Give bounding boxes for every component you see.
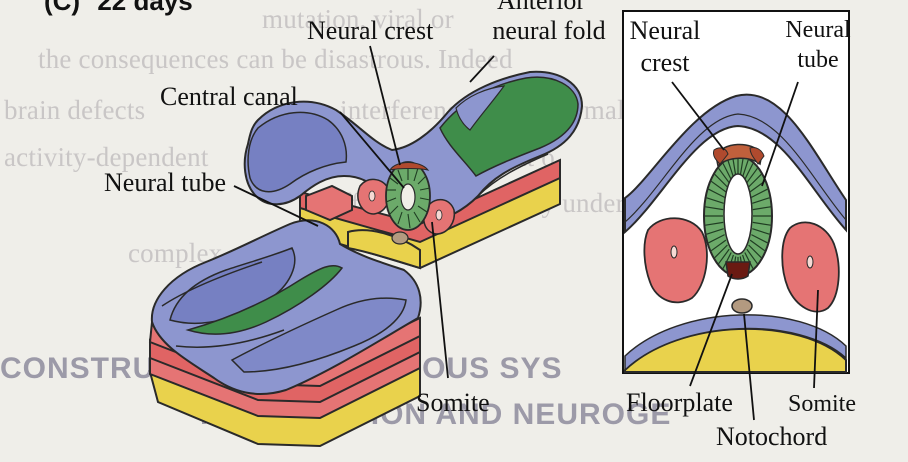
notochord-3d [392,232,408,244]
label-anterior: Anterior [476,0,606,14]
label-central-canal: Central canal [160,84,298,110]
label-neural-tube: Neural tube [104,170,226,196]
panel-label: (C) 22 days [44,0,193,14]
embryo-illustration [150,72,582,446]
label-xs-neural-crest-2: crest [620,50,710,76]
notochord-section [732,299,752,313]
somite-cavity [807,256,813,268]
label-xs-neural-tube-1: Neural [778,18,858,42]
label-xs-notochord: Notochord [716,424,827,450]
floorplate-section [726,262,750,279]
somite-cavity [436,210,442,220]
somite-cavity [369,191,375,201]
central-canal-section [724,174,752,254]
somite-cavity [671,246,677,258]
label-xs-somite: Somite [788,392,856,416]
label-xs-neural-crest-1: Neural [620,18,710,44]
label-xs-floorplate: Floorplate [626,390,733,416]
panel-letter: (C) [44,0,80,16]
label-somite: Somite [416,390,490,416]
label-neural-crest: Neural crest [307,18,433,44]
label-xs-neural-tube-2: tube [778,48,858,72]
somite-left [644,218,707,302]
panel-stage: 22 days [97,0,192,16]
leader-anterior-fold [470,56,494,82]
label-neural-fold: neural fold [484,18,614,44]
cross-section-illustration [625,95,846,372]
anterior-fold-left [248,112,346,191]
